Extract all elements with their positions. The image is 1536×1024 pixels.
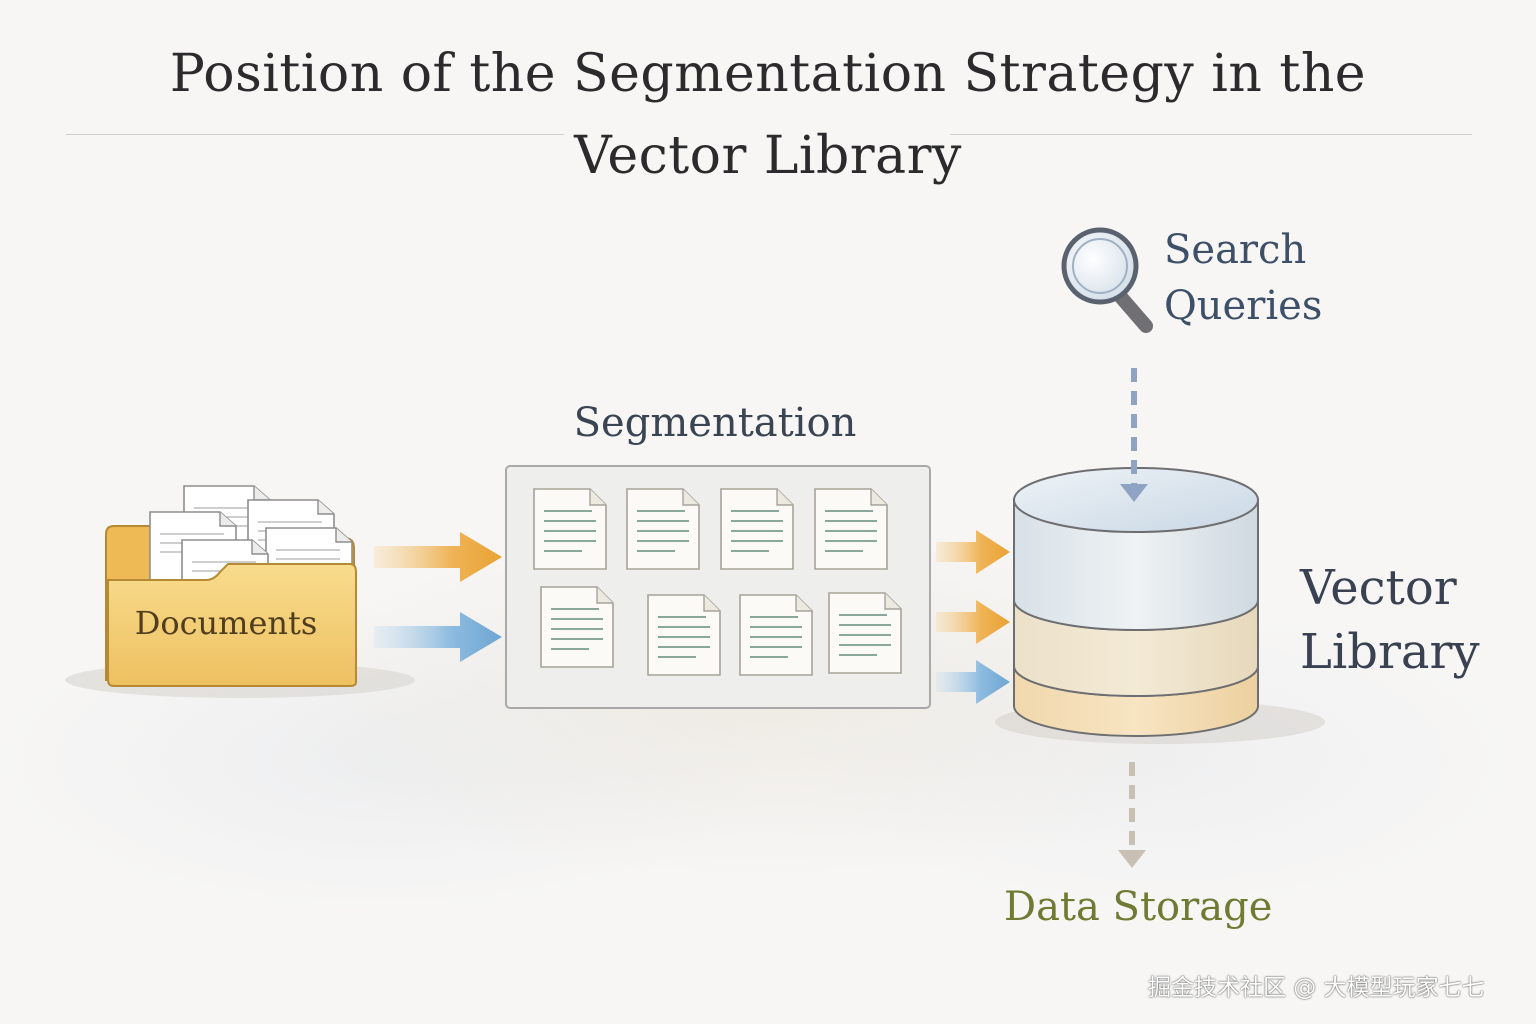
folder-icon [105,485,357,687]
title-divider-right [950,134,1472,135]
data-storage-label: Data Storage [1004,884,1273,930]
arrow-orange-documents-to-segmentation [374,532,502,582]
document-page-icon [814,488,888,570]
document-page-icon [720,488,794,570]
page-title-line-2: Vector Library [574,126,962,186]
document-page-icon [533,488,607,570]
document-page-icon [540,586,614,668]
segmentation-label: Segmentation [573,400,857,446]
vector-library-label-line-1: Vector [1300,560,1457,616]
vector-library-label-line-2: Library [1300,624,1480,680]
title-divider-left [66,134,564,135]
page-title-line-1: Position of the Segmentation Strategy in… [169,44,1367,104]
arrow-orange-segmentation-to-library-2 [936,600,1010,644]
magnifier-icon [1061,227,1153,333]
watermark: 掘金技术社区 @ 大模型玩家七七 [1148,975,1485,1001]
document-page-icon [626,488,700,570]
search-queries-label-line-1: Search [1164,227,1307,273]
arrow-blue-documents-to-segmentation [374,612,502,662]
search-queries-label: Search Queries [1164,222,1322,334]
query-arrow [1120,368,1148,502]
vector-library-label: Vector Library [1300,556,1480,684]
search-queries-label-line-2: Queries [1164,283,1323,329]
document-page-icon [828,592,902,674]
storage-arrow [1118,762,1146,868]
documents-label: Documents [134,604,318,642]
document-page-icon [739,594,813,676]
arrow-blue-segmentation-to-library [936,660,1010,704]
database-icon [1013,467,1259,737]
document-page-icon [647,594,721,676]
arrow-orange-segmentation-to-library-1 [936,530,1010,574]
